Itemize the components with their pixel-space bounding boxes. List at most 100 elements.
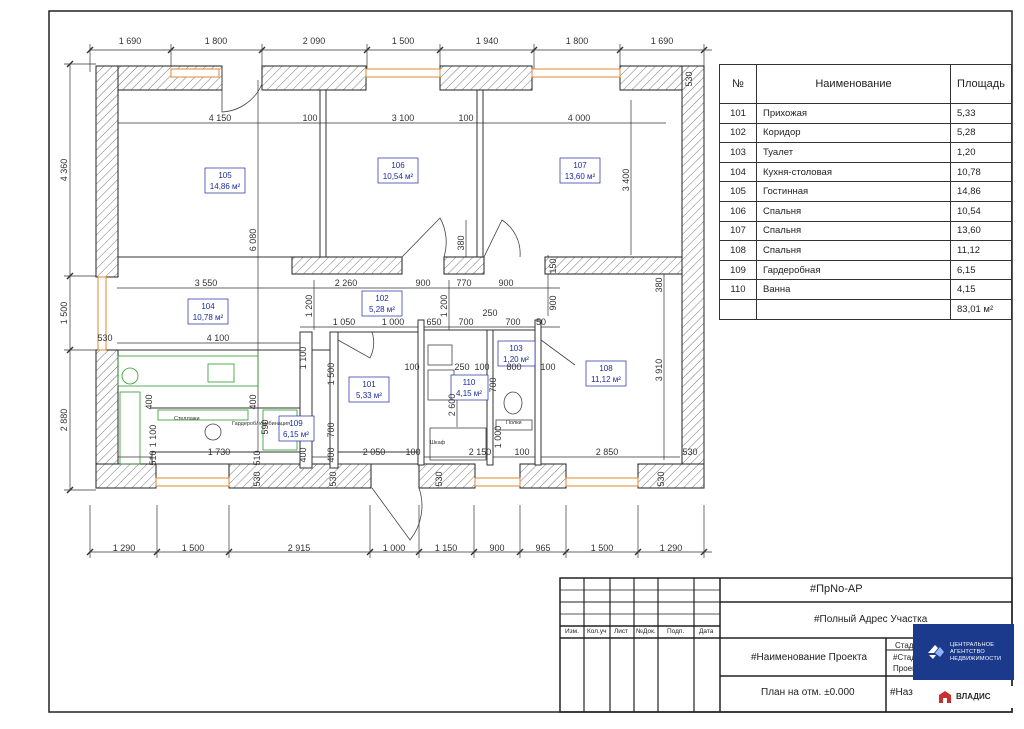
- stamp-address: #Полный Адрес Участка: [814, 614, 928, 625]
- title-block: Изм. Кол.уч Лист №Док. Подп. Дата #ПрNo-…: [560, 578, 1012, 712]
- room-101-area: 5,33 м²: [356, 391, 382, 400]
- inner-walls: [118, 90, 542, 469]
- dim-2050: 2 050: [363, 447, 386, 457]
- room-109-area: 6,15 м²: [283, 430, 309, 439]
- table-cell-area: 11,12: [950, 240, 1012, 261]
- dim-v-380-b: 380: [654, 277, 664, 292]
- dim-top-2: 1 800: [205, 36, 228, 46]
- dim-v-1200-a: 1 200: [304, 295, 314, 318]
- room-104-area: 10,78 м²: [193, 313, 224, 322]
- table-cell-area: 5,28: [950, 122, 1012, 144]
- outer-dimension-texts: 1 690 1 800 2 090 1 500 1 940 1 800 1 69…: [59, 36, 682, 553]
- dim-v-530-a: 530: [684, 71, 694, 86]
- vladis-logo: ВЛАДИС: [916, 686, 1014, 708]
- stamp-stage-b: Проек: [893, 664, 916, 673]
- dim-700-b: 700: [505, 317, 520, 327]
- dim-v-900: 900: [548, 295, 558, 310]
- table-header-row: № Наименование Площадь: [719, 64, 1012, 104]
- vladis-logo-text: ВЛАДИС: [956, 692, 991, 701]
- table-cell-no: 109: [719, 259, 757, 281]
- dim-100-c: 100: [405, 447, 420, 457]
- dim-v-400-c: 400: [298, 447, 308, 462]
- windows: [97, 68, 639, 487]
- dim-top-3: 2 090: [303, 36, 326, 46]
- table-cell-name: Коридор: [756, 122, 951, 144]
- table-total-empty-2: [756, 298, 951, 320]
- room-108-no: 108: [599, 364, 613, 373]
- dim-v-510-b: 510: [252, 450, 262, 465]
- table-total: 83,01 м²: [950, 298, 1012, 320]
- outer-walls: [95, 65, 705, 489]
- dim-bottom-3: 2 915: [288, 543, 311, 553]
- dim-top-1: 1 690: [119, 36, 142, 46]
- dim-530-b: 530: [682, 447, 697, 457]
- dim-v-6080: 6 080: [248, 229, 258, 252]
- room-109-no: 109: [289, 419, 303, 428]
- furniture-labels: Стеллажи Гардероб/ комбинация Шкаф Полки: [174, 416, 522, 446]
- dim-1050: 1 050: [333, 317, 356, 327]
- room-104-no: 104: [201, 302, 215, 311]
- dim-v-1500: 1 500: [326, 363, 336, 386]
- room-102-no: 102: [375, 294, 389, 303]
- table-cell-no: 102: [719, 122, 757, 144]
- table-cell-no: 103: [719, 142, 757, 163]
- stamp-col-sign: Подп.: [667, 628, 685, 635]
- room-105-area: 14,86 м²: [210, 182, 241, 191]
- dim-2150: 2 150: [469, 447, 492, 457]
- table-cell-no: 106: [719, 200, 757, 222]
- stamp-col-list: Лист: [614, 628, 629, 635]
- stamp-col-kol: Кол.уч: [587, 628, 607, 635]
- table-cell-name: Ванна: [756, 279, 951, 300]
- stamp-col-izm: Изм.: [565, 628, 579, 635]
- dim-4150: 4 150: [209, 113, 232, 123]
- agency-logo-line-2: АГЕНТСТВО: [950, 649, 985, 655]
- dim-100-f: 100: [474, 362, 489, 372]
- dim-v-530-e: 530: [656, 471, 666, 486]
- room-102-area: 5,28 м²: [369, 305, 395, 314]
- dim-v-1000: 1 000: [493, 426, 503, 449]
- stamp-stage-head: Стад: [895, 641, 914, 650]
- room-105-no: 105: [218, 171, 232, 180]
- dim-50: 50: [536, 317, 546, 327]
- dim-top-5: 1 940: [476, 36, 499, 46]
- agency-logo-line-3: НЕДВИЖИМОСТИ: [950, 656, 1002, 662]
- dim-650: 650: [426, 317, 441, 327]
- dim-v-1100-a: 1 100: [298, 347, 308, 370]
- room-103-no: 103: [509, 344, 523, 353]
- dim-left-1: 4 360: [59, 159, 69, 182]
- vladis-logo-icon: [939, 691, 951, 703]
- dim-v-530-b: 530: [252, 471, 262, 486]
- table-cell-area: 13,60: [950, 220, 1012, 242]
- room-106-area: 10,54 м²: [383, 172, 414, 181]
- table-header-name: Наименование: [756, 64, 951, 104]
- dim-1000-a: 1 000: [382, 317, 405, 327]
- shelves-label: Стеллажи: [174, 416, 200, 422]
- table-cell-no: 104: [719, 161, 757, 183]
- dim-100-b: 100: [458, 113, 473, 123]
- dim-v-380-a: 380: [456, 235, 466, 250]
- inner-dimension-texts: 4 150 100 3 100 100 4 000 3 550 2 260 90…: [97, 71, 697, 486]
- dim-1730: 1 730: [208, 447, 231, 457]
- dim-v-400-a: 400: [144, 394, 154, 409]
- stamp-col-date: Дата: [699, 628, 714, 635]
- room-103-area: 1,20 м²: [503, 355, 529, 364]
- agency-logo-line-1: ЦЕНТРАЛЬНОЕ: [950, 642, 995, 648]
- furniture: [117, 355, 298, 465]
- stamp-stage-a: #Стад: [893, 653, 916, 662]
- table-cell-area: 6,15: [950, 259, 1012, 281]
- table-cell-name: Гостинная: [756, 181, 951, 202]
- dim-v-700-a: 700: [326, 422, 336, 437]
- room-texts: 105 14,86 м² 106 10,54 м² 107 13,60 м² 1…: [193, 161, 621, 439]
- dim-v-530-c: 530: [328, 471, 338, 486]
- room-labels: [187, 157, 627, 442]
- dim-2260: 2 260: [335, 278, 358, 288]
- sheet-frame: [48, 10, 1013, 713]
- closet-label: Шкаф: [430, 440, 446, 446]
